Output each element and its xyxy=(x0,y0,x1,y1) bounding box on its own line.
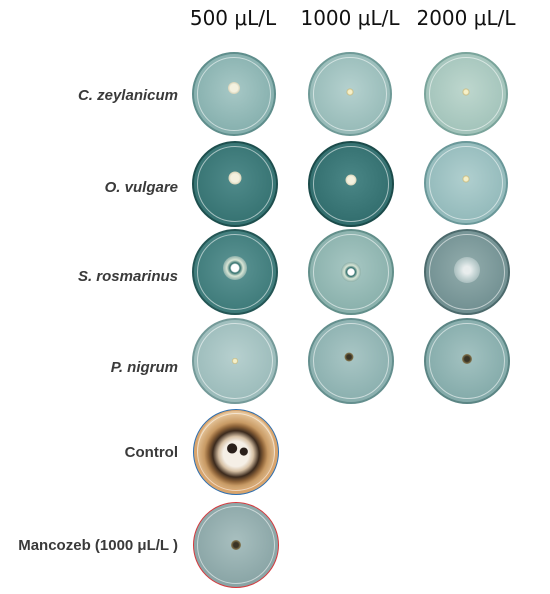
row-label-s-rosmarinus: S. rosmarinus xyxy=(77,268,178,285)
colony xyxy=(232,358,238,364)
plate-o-vulgare-1000 xyxy=(308,141,394,227)
plate-o-vulgare-500 xyxy=(192,141,278,227)
colony xyxy=(197,411,275,490)
plate-c-zeylanicum-500 xyxy=(192,52,276,136)
plate-mancozeb xyxy=(193,502,279,588)
row-label-control: Control xyxy=(124,444,178,461)
colony xyxy=(231,540,241,550)
plate-c-zeylanicum-2000 xyxy=(424,52,508,136)
row-label-c-zeylanicum: C. zeylanicum xyxy=(77,87,178,104)
colony xyxy=(346,88,354,96)
plate-s-rosmarinus-500 xyxy=(192,229,278,315)
colony xyxy=(228,82,240,95)
plate-o-vulgare-2000 xyxy=(424,141,508,225)
plate-p-nigrum-2000 xyxy=(424,318,510,404)
header-500: 500 μL/L xyxy=(189,6,277,30)
colony xyxy=(341,262,361,282)
row-label-mancozeb: Mancozeb (1000 μL/L ) xyxy=(18,537,178,554)
row-label-p-nigrum: P. nigrum xyxy=(110,359,178,376)
colony xyxy=(223,255,247,280)
plate-p-nigrum-500 xyxy=(192,318,278,404)
colony xyxy=(344,352,354,362)
plate-s-rosmarinus-1000 xyxy=(308,229,394,315)
colony xyxy=(462,354,472,365)
header-2000: 2000 μL/L xyxy=(416,6,516,30)
plate-control xyxy=(193,409,279,495)
colony xyxy=(462,88,470,96)
colony xyxy=(345,174,357,186)
colony xyxy=(454,257,480,284)
header-1000: 1000 μL/L xyxy=(300,6,400,30)
row-label-o-vulgare: O. vulgare xyxy=(104,179,178,196)
plate-c-zeylanicum-1000 xyxy=(308,52,392,136)
plate-p-nigrum-1000 xyxy=(308,318,394,404)
plate-s-rosmarinus-2000 xyxy=(424,229,510,315)
colony xyxy=(228,171,242,185)
colony xyxy=(462,175,470,183)
